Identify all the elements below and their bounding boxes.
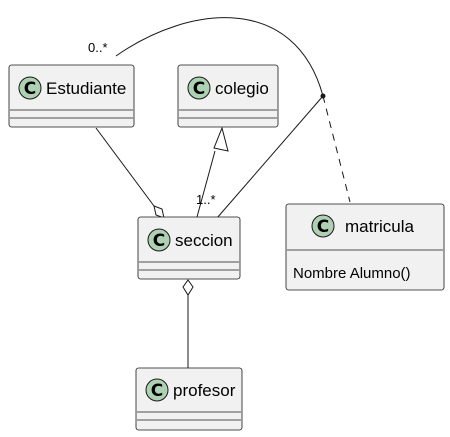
class-matricula: C matricula Nombre Alumno() (285, 203, 445, 291)
class-name-matricula: matricula (345, 217, 415, 236)
class-badge-letter: C (153, 231, 165, 251)
class-name-profesor: profesor (173, 381, 236, 400)
edge-association-class-matricula (322, 95, 351, 203)
class-name-estudiante: Estudiante (46, 79, 126, 98)
aggregation-diamond-seccion-profesor (182, 279, 194, 296)
class-badge-icon (145, 378, 169, 402)
class-badge-icon (18, 76, 42, 100)
class-method-nombre-alumno: Nombre Alumno() (293, 265, 411, 282)
generalization-arrowhead (213, 126, 229, 152)
class-badge-letter: C (317, 217, 329, 237)
multiplicity-seccion: 1..* (196, 192, 216, 207)
class-badge-letter: C (151, 381, 163, 401)
aggregation-diamond-seccion-estudiante (153, 205, 165, 219)
class-badge-icon (311, 214, 335, 238)
class-name-colegio: colegio (215, 79, 269, 98)
class-name-seccion: seccion (175, 231, 233, 250)
class-badge-letter: C (193, 79, 205, 99)
class-profesor: C profesor (135, 367, 243, 431)
class-estudiante: C Estudiante (8, 64, 135, 128)
class-seccion: C seccion (137, 216, 241, 280)
class-colegio: C colegio (177, 64, 279, 128)
edge-seccion-colegio (196, 150, 216, 218)
class-badge-letter: C (24, 79, 36, 99)
class-badge-icon (147, 228, 171, 252)
multiplicity-estudiante: 0..* (88, 40, 108, 55)
edge-estudiante-seccion (95, 127, 155, 207)
edge-seccion-association (216, 95, 324, 219)
edge-estudiante-association-arc (115, 17, 324, 97)
class-badge-icon (187, 76, 211, 100)
